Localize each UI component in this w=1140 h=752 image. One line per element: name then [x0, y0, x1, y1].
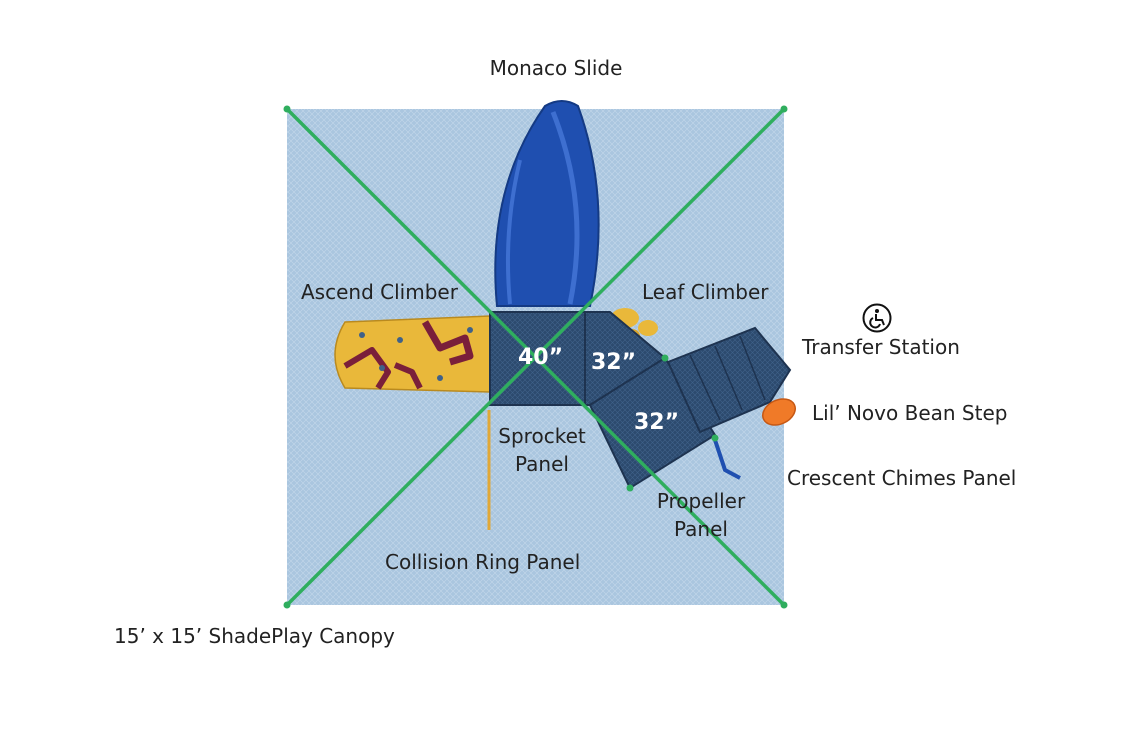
lil-novo-bean-step: [762, 398, 796, 426]
transfer-station: [666, 326, 792, 434]
canopy-cables: [283, 105, 788, 609]
ascend-climber: [334, 315, 491, 393]
label-canopy: 15’ x 15’ ShadePlay Canopy: [114, 624, 395, 648]
label-propeller-panel-line2: Panel: [674, 517, 728, 541]
label-leaf-climber: Leaf Climber: [642, 280, 769, 304]
label-collision-ring-panel: Collision Ring Panel: [385, 550, 581, 574]
label-transfer-station: Transfer Station: [802, 335, 960, 359]
deck-height-32-upper: 32”: [591, 350, 637, 375]
label-sprocket-panel-line2: Panel: [515, 452, 569, 476]
label-ascend-climber: Ascend Climber: [301, 280, 458, 304]
propeller-panel: [713, 439, 741, 480]
label-sprocket-panel: Sprocket Panel: [498, 422, 585, 478]
deck-height-32-lower: 32”: [634, 410, 680, 435]
wheelchair-accessible-icon: [862, 303, 892, 333]
label-propeller-panel-line1: Propeller: [656, 489, 746, 513]
label-sprocket-panel-line1: Sprocket: [498, 424, 586, 448]
label-propeller-panel: Propeller Panel: [657, 487, 745, 543]
label-monaco-slide: Monaco Slide: [489, 56, 623, 80]
monaco-slide: [494, 100, 600, 307]
label-lil-novo-bean-step: Lil’ Novo Bean Step: [812, 401, 1008, 425]
deck-height-40: 40”: [518, 345, 564, 370]
label-crescent-chimes-panel: Crescent Chimes Panel: [787, 466, 1017, 490]
